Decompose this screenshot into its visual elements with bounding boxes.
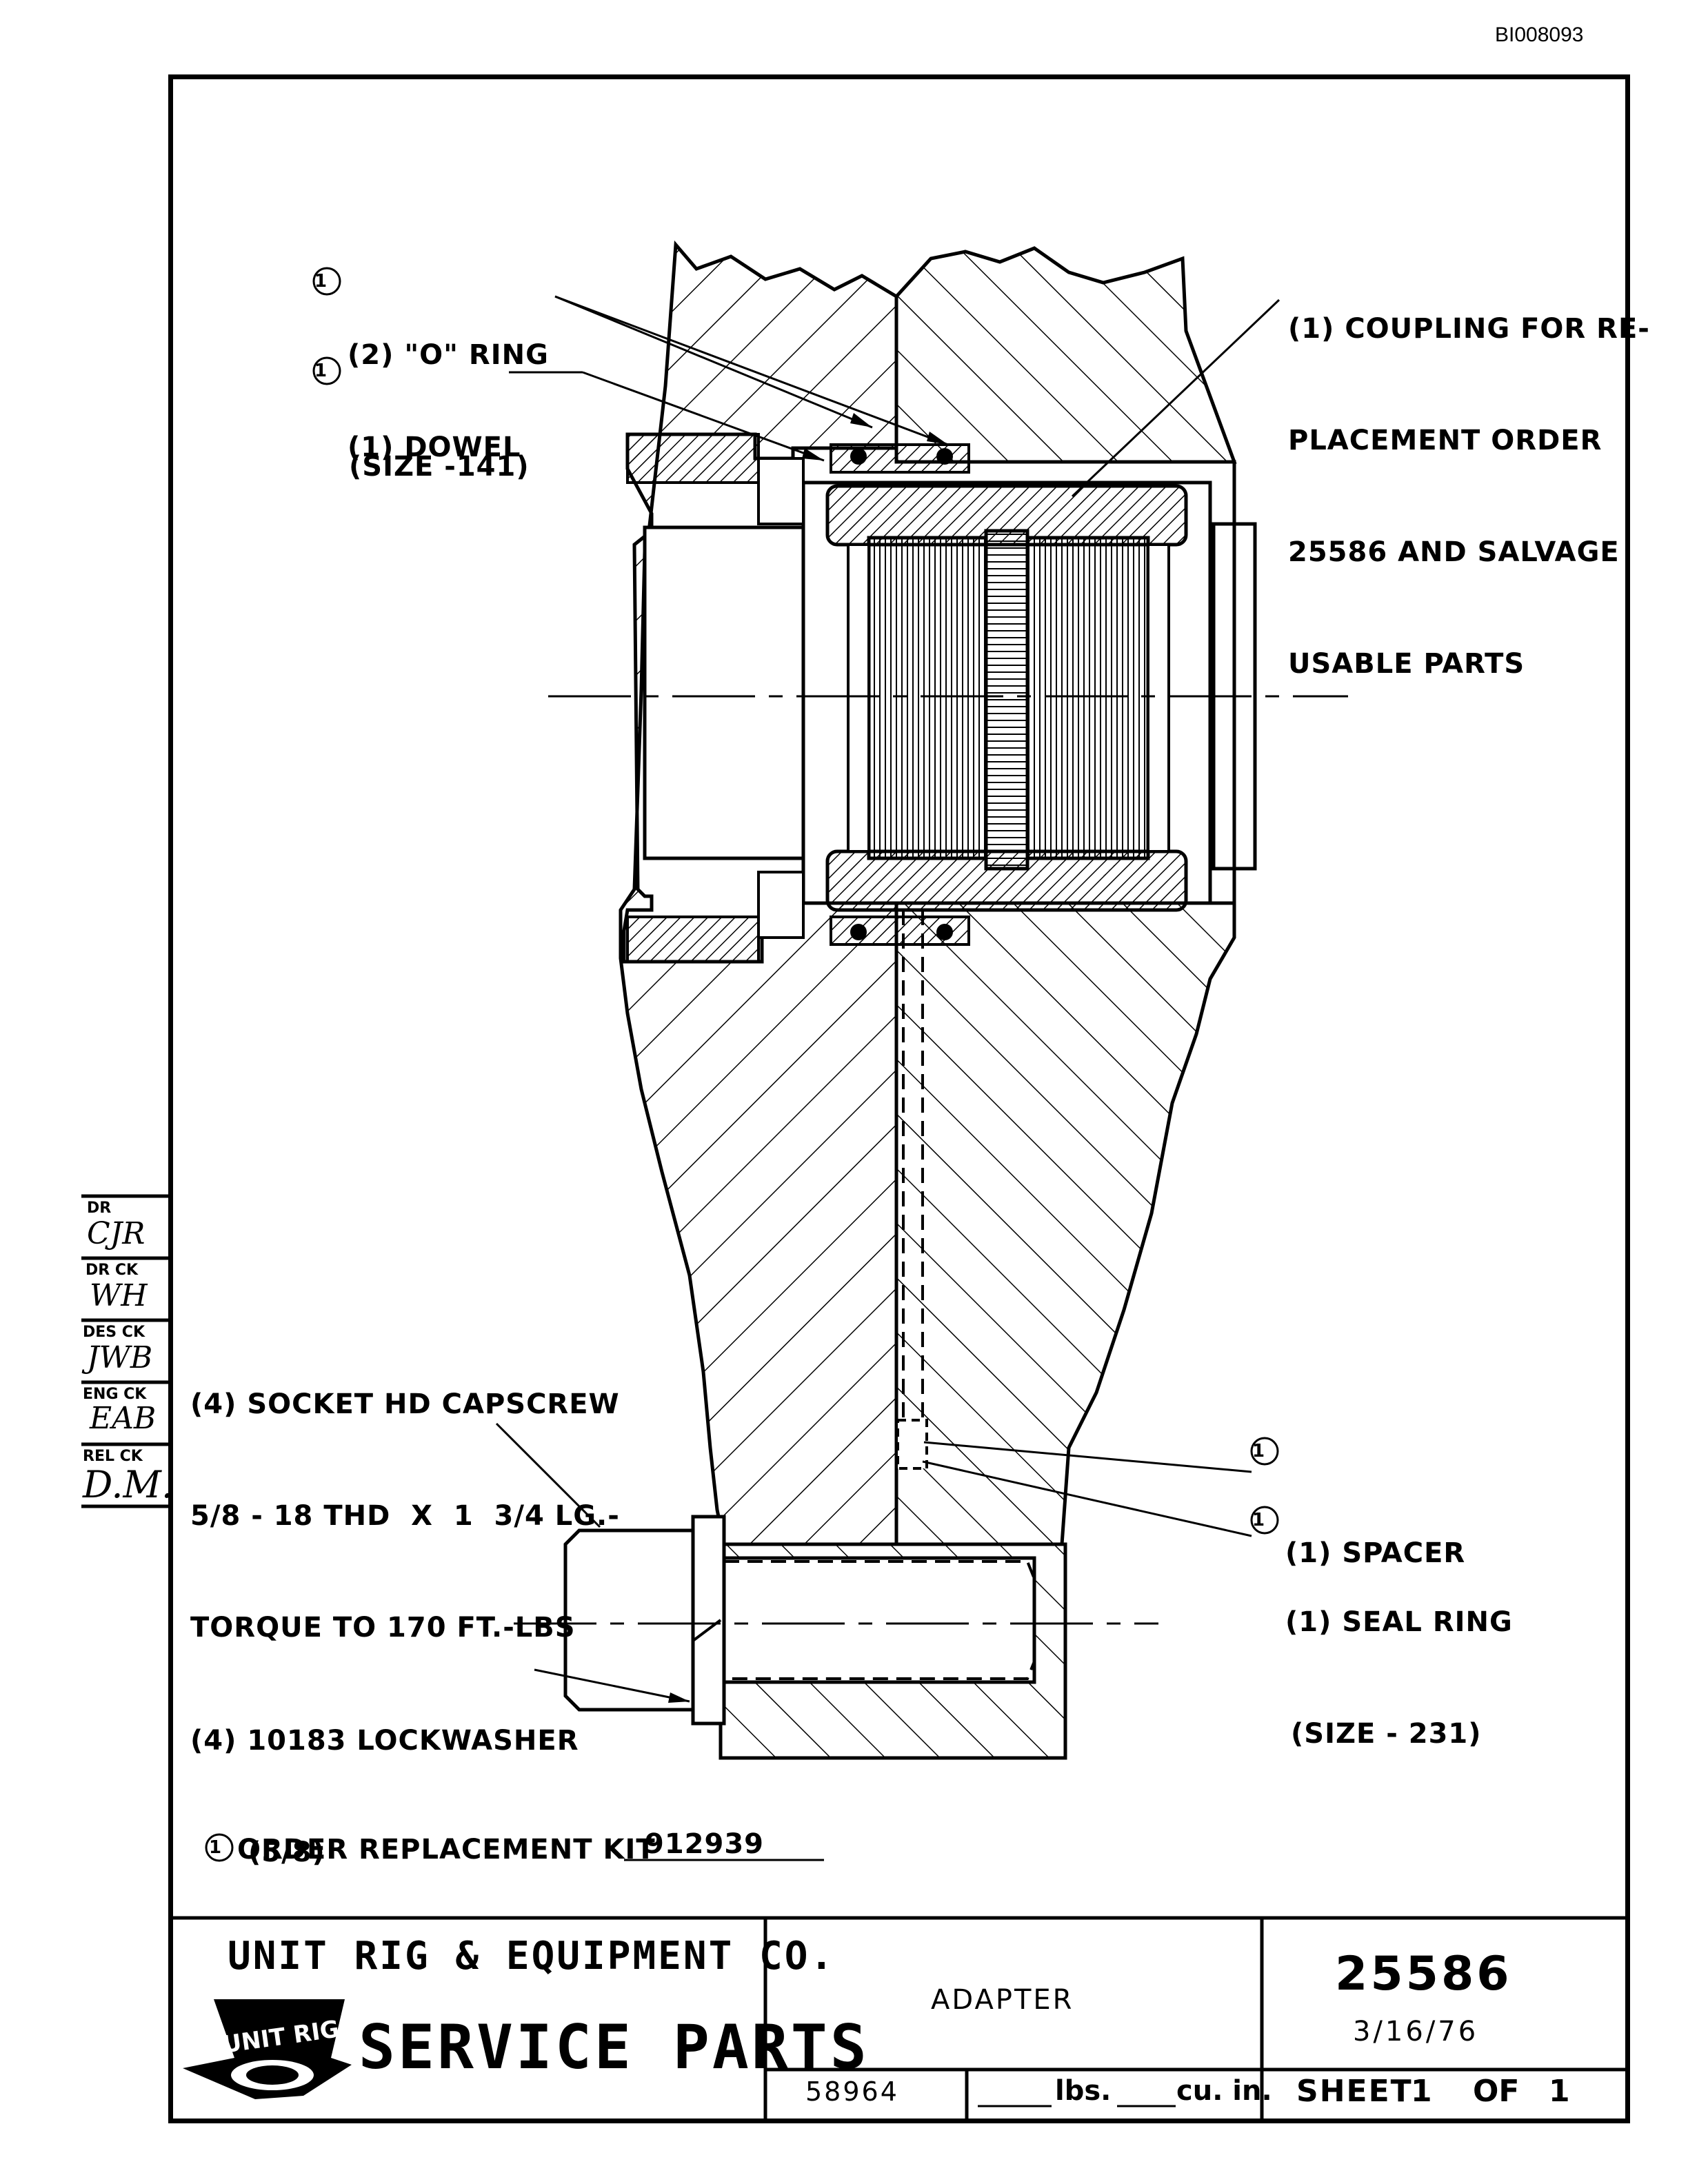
- service-parts-heading: SERVICE PARTS: [359, 2012, 870, 2083]
- lbs-label: lbs.: [1055, 2075, 1112, 2107]
- check-label-rel-ck: REL CK: [83, 1448, 143, 1465]
- spacer-revision-number: 1: [1252, 1441, 1266, 1462]
- spacer-callout: (1) SPACER: [1285, 1537, 1466, 1569]
- coupling-sleeve: [825, 484, 1188, 912]
- drawing-title: ADAPTER: [931, 1984, 1074, 2016]
- centerlines: [514, 695, 1348, 1625]
- weight-code: 58964: [805, 2076, 899, 2107]
- seal-ring-callout: (1) SEAL RING (SIZE - 231): [1285, 1606, 1513, 1750]
- right-housing: [894, 246, 1237, 1546]
- o-ring-callout: (2) "O" RING (SIZE -141): [348, 339, 549, 483]
- check-initials-eng-ck: EAB: [90, 1401, 157, 1436]
- check-label-des-ck: DES CK: [83, 1324, 145, 1341]
- o-ring-revision-number: 1: [314, 271, 328, 292]
- capscrew-callout: (4) SOCKET HD CAPSCREW 5/8 - 18 THD X 1 …: [190, 1388, 620, 1644]
- check-initials-dr: CJR: [87, 1216, 145, 1251]
- sheet-total: 1: [1549, 2074, 1570, 2109]
- o-ring-seals: [830, 443, 970, 946]
- seal-ring-revision-number: 1: [1252, 1510, 1266, 1530]
- company-name: UNIT RIG & EQUIPMENT CO.: [228, 1934, 836, 1979]
- drawing-date: 3/16/76: [1353, 2016, 1479, 2048]
- sheet-of-label: OF: [1473, 2074, 1520, 2109]
- sheet-label: SHEET: [1296, 2074, 1413, 2109]
- dowel-callout: (1) DOWEL: [348, 432, 521, 463]
- kit-revision-number: 1: [209, 1837, 223, 1858]
- coupling-callout: (1) COUPLING FOR RE- PLACEMENT ORDER 255…: [1288, 313, 1650, 680]
- leader-arrowheads: [668, 413, 948, 1703]
- drawing-frame: [168, 74, 1630, 2123]
- check-initials-des-ck: JWB: [87, 1340, 153, 1375]
- sheet-number: 1: [1411, 2074, 1432, 2109]
- revision-circles: [205, 267, 1279, 1862]
- check-initials-rel-ck: D.M.: [83, 1463, 173, 1506]
- title-block-grid: [168, 1916, 1630, 2123]
- document-id: BI008093: [1495, 23, 1584, 46]
- cu-in-label: cu. in.: [1176, 2075, 1272, 2107]
- check-label-dr: DR: [87, 1200, 112, 1217]
- capscrew-assembly: [563, 1515, 1067, 1760]
- dowel-revision-number: 1: [314, 361, 328, 381]
- check-initials-dr-ck: WH: [90, 1278, 148, 1313]
- dowel-and-spacer: [896, 910, 928, 1470]
- check-label-eng-ck: ENG CK: [83, 1386, 147, 1403]
- lockwasher-callout: (4) 10183 LOCKWASHER (5/8): [190, 1725, 579, 1868]
- leader-lines: [495, 295, 1280, 1861]
- replacement-kit-number: 912939: [645, 1828, 764, 1860]
- checks-box: [81, 1194, 168, 1508]
- retainer-left: [626, 433, 805, 963]
- part-number: 25586: [1335, 1947, 1512, 2001]
- unit-rig-logo: [183, 1999, 352, 2099]
- check-label-dr-ck: DR CK: [86, 1262, 139, 1279]
- replacement-kit-label: ORDER REPLACEMENT KIT: [237, 1834, 656, 1866]
- splined-hubs: [847, 529, 1170, 871]
